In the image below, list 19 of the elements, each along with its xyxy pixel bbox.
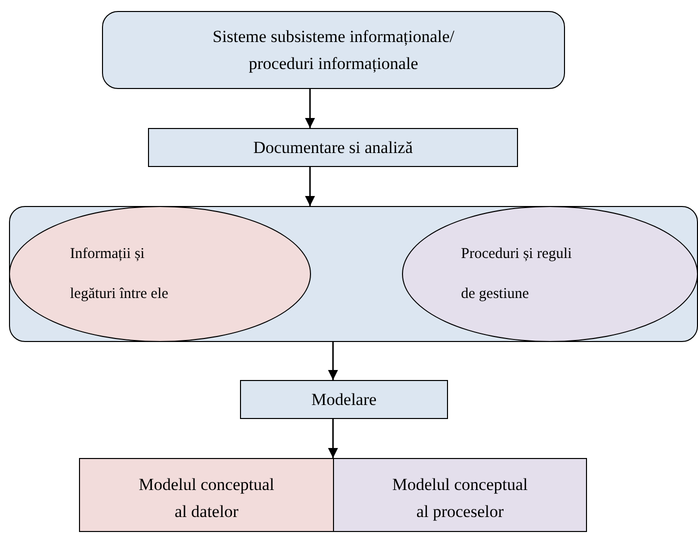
model-box	[333, 458, 587, 532]
model-box	[79, 458, 334, 532]
node-label: Informații și legături între ele	[70, 245, 170, 304]
node-label: Modelul conceptual al proceselor	[391, 474, 529, 523]
ellipse-node	[9, 206, 311, 342]
node-label: Modelare	[311, 388, 377, 411]
node-label: Modelul conceptual al datelor	[138, 474, 276, 523]
node-label: Proceduri și reguli de gestiune	[461, 245, 573, 304]
arrow	[328, 342, 338, 380]
arrow	[328, 419, 338, 458]
node-label: Documentare si analiză	[253, 136, 413, 159]
arrow	[305, 167, 315, 206]
node-label: Sisteme subsisteme informaționale/ proceduri informaționale	[212, 26, 456, 75]
rounded-process-box	[102, 11, 565, 89]
process-box	[240, 380, 448, 419]
group-panel	[9, 206, 698, 342]
ellipse-node	[402, 206, 698, 342]
process-box	[148, 128, 518, 167]
arrow	[305, 89, 315, 128]
